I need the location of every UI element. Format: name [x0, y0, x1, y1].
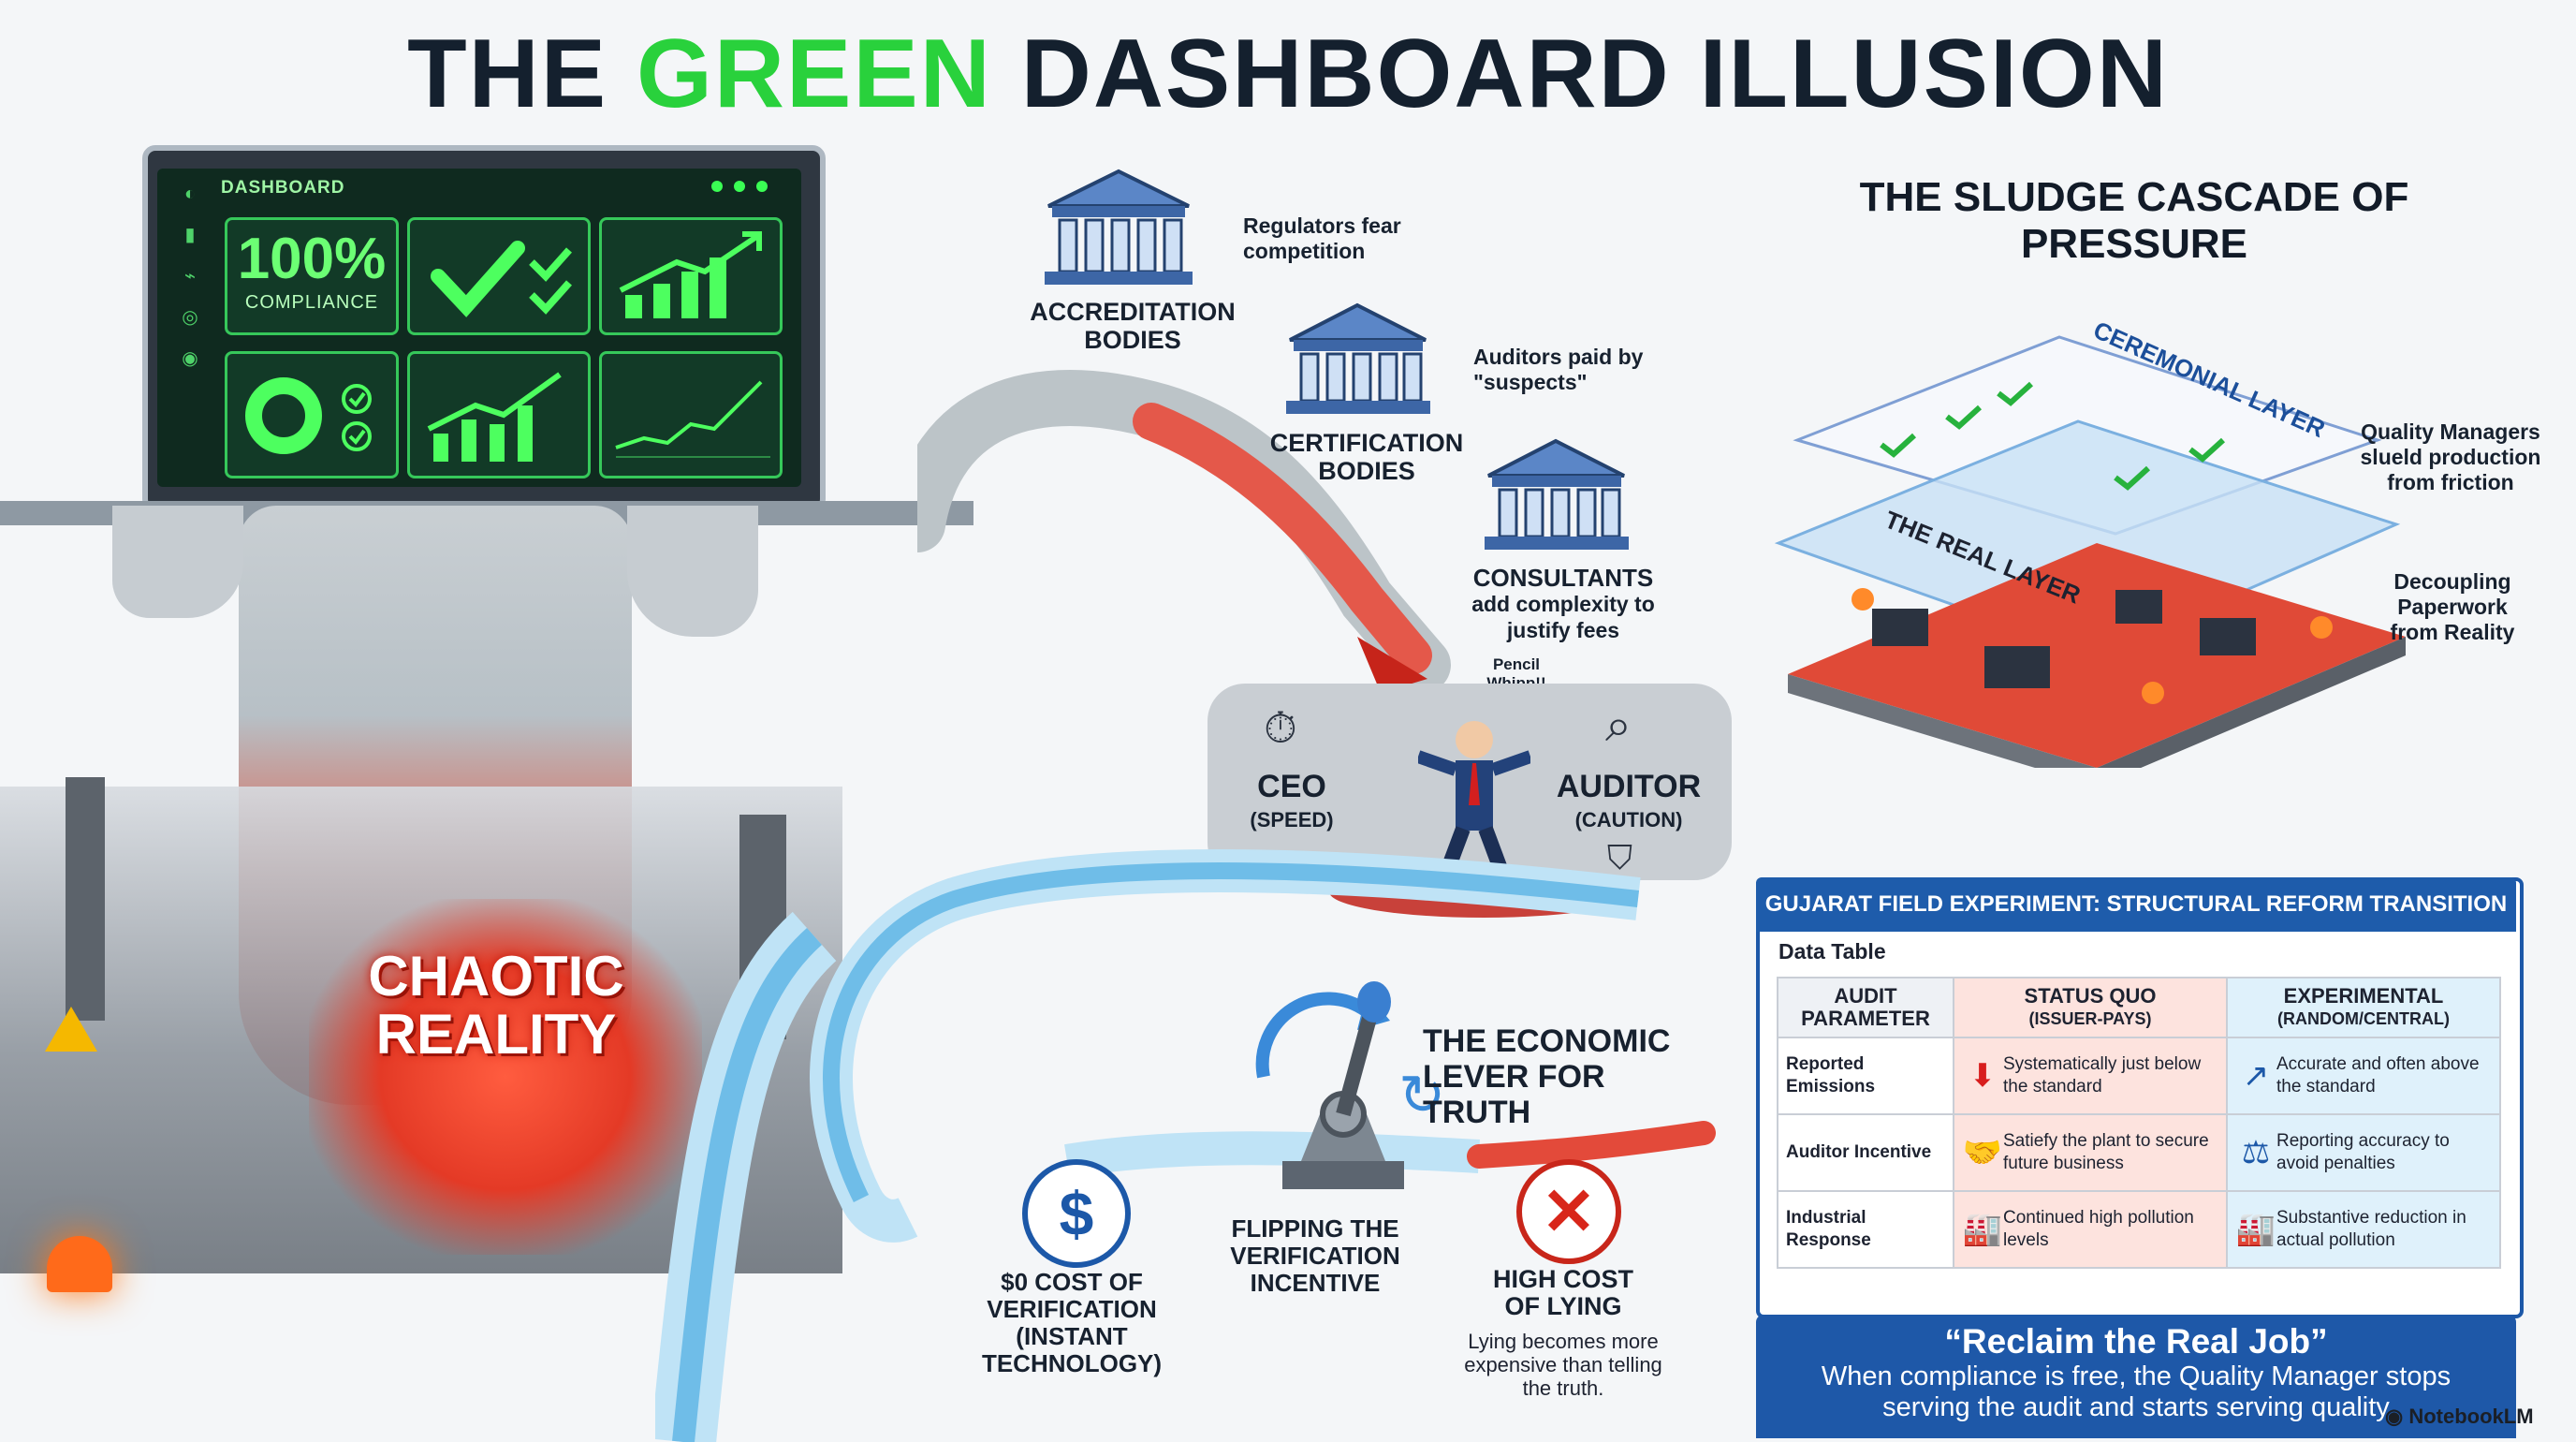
row-status: ⬇Systematically just below the standard [1953, 1037, 2228, 1115]
zero-cost-label: $0 COST OF VERIFICATION (INSTANT TECHNOL… [981, 1268, 1163, 1377]
magnifier-icon: ⌕ [1605, 699, 1632, 751]
growth-tile [599, 217, 783, 335]
table-header-row: AUDIT PARAMETER STATUS QUO(ISSUER-PAYS) … [1777, 977, 2501, 1038]
table-row: Industrial Response 🏭Continued high poll… [1777, 1190, 2501, 1269]
consultants-label: CONSULTANTS add complexity to justify fe… [1471, 564, 1655, 642]
scales-icon: ⚖ [2241, 1135, 2271, 1170]
close-x-icon: ✕ [1516, 1159, 1621, 1264]
brand-logo: ◉ NotebookLM [2385, 1405, 2534, 1428]
data-table-label: Data Table [1778, 939, 1886, 964]
row-status: 🤝Satiefy the plant to secure future busi… [1953, 1113, 2228, 1192]
dashboard-label: DASHBOARD [221, 178, 345, 198]
row-param: Industrial Response [1777, 1190, 1954, 1269]
donut-chart-icon [245, 377, 372, 454]
high-cost-note: Lying becomes more expensive than tellin… [1464, 1330, 1662, 1400]
sludge-drip-right [627, 506, 758, 637]
row-status: 🏭Continued high pollution levels [1953, 1190, 2228, 1269]
factory-icon: 🏭 [1962, 1212, 2003, 1247]
settings-icon: ◎ [182, 307, 198, 328]
rising-bars-icon [427, 372, 562, 462]
header-experimental: EXPERIMENTAL(RANDOM/CENTRAL) [2226, 977, 2501, 1038]
dollar-coin-icon: $ [1022, 1159, 1131, 1268]
cascade-title: THE SLUDGE CASCADE OF PRESSURE [1859, 174, 2409, 267]
building-icon [1479, 434, 1633, 560]
donut-tile [225, 351, 399, 478]
accreditation-note: Regulators fear competition [1243, 213, 1401, 263]
smokestack [66, 777, 105, 1021]
experiment-table: AUDIT PARAMETER STATUS QUO(ISSUER-PAYS) … [1777, 977, 2501, 1269]
chaotic-reality-label: CHAOTIC REALITY [368, 945, 624, 1066]
handshake-icon: 🤝 [1962, 1135, 2003, 1170]
checkmark-icon [431, 241, 572, 317]
bars-tile [407, 351, 591, 478]
cascade-note-decoupling: Decoupling Paperwork from Reality [2390, 569, 2515, 644]
row-experimental: 🏭Substantive reduction in actual polluti… [2226, 1190, 2501, 1269]
table-row: Auditor Incentive 🤝Satiefy the plant to … [1777, 1113, 2501, 1192]
dashboard-sidebar-icons: ◐ ▮ ⌁ ◎ ◉ [176, 173, 204, 379]
reclaim-banner: “Reclaim the Real Job” When compliance i… [1756, 1315, 2516, 1438]
alarm-light-icon [47, 1236, 112, 1292]
header-audit-parameter: AUDIT PARAMETER [1777, 977, 1954, 1038]
economic-lever-title: THE ECONOMIC LEVER FOR TRUTH [1423, 1023, 1671, 1130]
building-icon [1281, 298, 1435, 424]
water-stream [655, 849, 1716, 1442]
sludge-stream [917, 370, 1451, 693]
compliance-label: COMPLIANCE [244, 292, 379, 313]
header-status-quo: STATUS QUO(ISSUER-PAYS) [1953, 977, 2228, 1038]
bar-growth-icon [619, 231, 762, 318]
down-arrow-icon: ⬇ [1969, 1058, 1997, 1094]
compliance-tile: 100% COMPLIANCE [225, 217, 399, 335]
building-icon [1039, 164, 1198, 295]
rotate-arrow-icon: ↻ [1398, 1064, 1446, 1126]
line-chart-icon [615, 380, 770, 458]
accreditation-bodies-label: ACCREDITATION BODIES [1030, 298, 1236, 354]
compliance-value: 100% [237, 227, 387, 291]
table-row: Reported Emissions ⬇Systematically just … [1777, 1037, 2501, 1115]
logo-icon: ◐ [183, 184, 197, 204]
sludge-drip-left [112, 506, 243, 618]
trend-up-icon: ↗ [2242, 1058, 2270, 1094]
notebooklm-icon: ◉ [2385, 1405, 2409, 1428]
page-title: THE GREEN DASHBOARD ILLUSION [407, 20, 2169, 128]
row-param: Auditor Incentive [1777, 1113, 1954, 1192]
line-chart-tile [599, 351, 783, 478]
warning-sign-icon [45, 1007, 97, 1052]
stopwatch-icon: ⏱ [1264, 703, 1297, 752]
red-sludge-pool [309, 899, 702, 1255]
trend-icon: ⌁ [183, 266, 197, 287]
row-experimental: ↗Accurate and often above the standard [2226, 1037, 2501, 1115]
user-icon: ◉ [182, 348, 198, 369]
auditor-label: AUDITOR (CAUTION) [1556, 769, 1702, 831]
row-param: Reported Emissions [1777, 1037, 1954, 1115]
experiment-title: GUJARAT FIELD EXPERIMENT: STRUCTURAL REF… [1756, 877, 2516, 932]
checks-tile [407, 217, 591, 335]
window-dots [700, 180, 768, 197]
cascade-note-shield: Quality Managers slueld production from … [2360, 419, 2541, 494]
title-highlight: GREEN [636, 20, 992, 128]
ceo-label: CEO (SPEED) [1250, 769, 1334, 831]
factory-clean-icon: 🏭 [2235, 1212, 2276, 1247]
reclaim-body: When compliance is free, the Quality Man… [1821, 1361, 2452, 1422]
lever-icon [1255, 981, 1404, 1189]
row-experimental: ⚖Reporting accuracy to avoid penalties [2226, 1113, 2501, 1192]
certification-note: Auditors paid by "suspects" [1473, 345, 1644, 394]
cascade-layers [1774, 335, 2406, 768]
bar-chart-icon: ▮ [184, 225, 196, 245]
high-cost-of-lying-label: HIGH COST OF LYING [1492, 1265, 1633, 1320]
shield-icon: ⛉ [1607, 838, 1633, 876]
reclaim-heading: “Reclaim the Real Job” [1944, 1322, 2328, 1361]
flipping-incentive-label: FLIPPING THE VERIFICATION INCENTIVE [1230, 1214, 1400, 1297]
certification-bodies-label: CERTIFICATION BODIES [1269, 429, 1464, 485]
